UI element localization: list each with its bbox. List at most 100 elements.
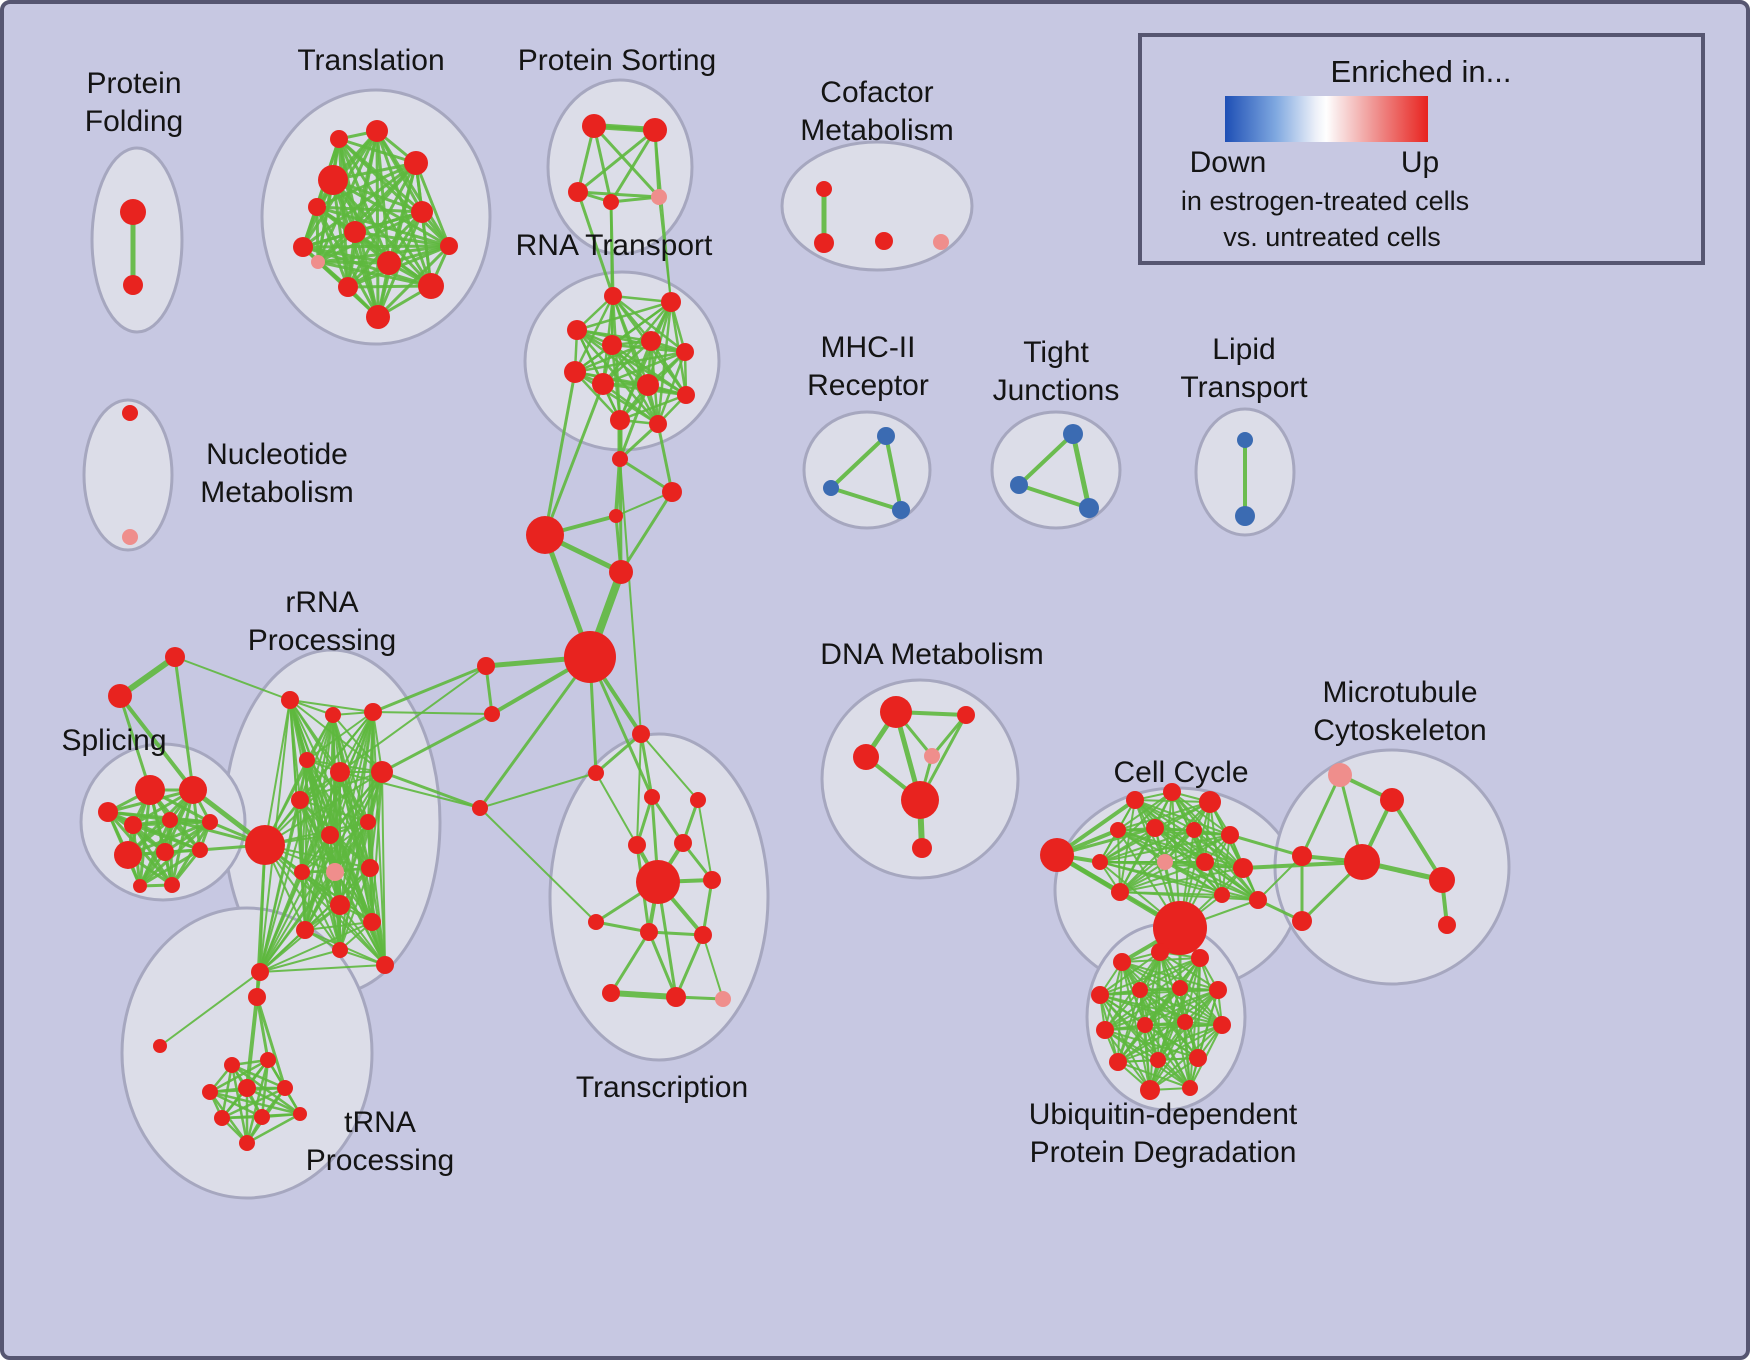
gene-set-node-145 xyxy=(1091,986,1109,1004)
gene-set-node-34 xyxy=(677,386,695,404)
edge xyxy=(1164,791,1173,863)
gene-set-node-119 xyxy=(1040,838,1074,872)
cluster-label-translation: Translation xyxy=(297,44,444,77)
gene-set-node-118 xyxy=(912,838,932,858)
gene-set-node-121 xyxy=(1163,783,1181,801)
gene-set-node-7 xyxy=(344,221,366,243)
gene-set-node-128 xyxy=(1157,854,1173,870)
gene-set-node-45 xyxy=(877,427,895,445)
gene-set-node-68 xyxy=(364,703,382,721)
edge xyxy=(259,921,373,973)
cluster-label-lipid-transport: Transport xyxy=(1180,371,1308,404)
edge xyxy=(170,820,212,887)
gene-set-node-19 xyxy=(603,194,619,210)
edge xyxy=(259,949,341,973)
gene-set-node-76 xyxy=(326,863,344,881)
edge xyxy=(337,137,350,289)
cluster-label-protein-folding: Folding xyxy=(85,105,183,138)
gene-set-node-112 xyxy=(715,991,731,1007)
edge xyxy=(618,457,674,494)
gene-set-node-81 xyxy=(363,913,381,931)
edge xyxy=(316,210,424,264)
edge xyxy=(339,771,371,869)
gene-set-node-20 xyxy=(651,189,667,205)
cluster-trna-processing xyxy=(120,906,374,1200)
cluster-protein-sorting xyxy=(546,78,694,256)
gene-set-node-153 xyxy=(1109,1053,1127,1071)
edge xyxy=(829,434,888,490)
edge xyxy=(1164,861,1259,901)
gene-set-node-54 xyxy=(108,684,132,708)
gene-set-node-82 xyxy=(332,942,348,958)
gene-set-node-108 xyxy=(640,923,658,941)
edge xyxy=(594,732,643,775)
cluster-label-protein-sorting: Protein Sorting xyxy=(518,44,716,77)
gene-set-node-110 xyxy=(602,984,620,1002)
gene-set-node-51 xyxy=(1237,432,1253,448)
edge xyxy=(576,190,661,199)
edge xyxy=(118,694,195,792)
edge xyxy=(306,711,374,761)
gene-set-node-31 xyxy=(676,343,694,361)
gene-set-node-79 xyxy=(330,895,350,915)
gene-set-node-138 xyxy=(1344,844,1380,880)
gene-set-node-143 xyxy=(1151,943,1169,961)
edge xyxy=(697,799,713,881)
edge xyxy=(259,834,331,973)
edge xyxy=(259,714,334,973)
edge xyxy=(1209,801,1223,896)
gene-set-node-58 xyxy=(124,816,142,834)
edge xyxy=(1144,1024,1151,1091)
gene-set-node-9 xyxy=(377,251,401,275)
cluster-label-mhc-ii-receptor: MHC-II xyxy=(821,331,916,364)
edge xyxy=(170,788,195,887)
gene-set-node-63 xyxy=(192,842,208,858)
gene-set-node-148 xyxy=(1209,981,1227,999)
edge xyxy=(289,699,374,713)
gene-set-node-133 xyxy=(1249,891,1267,909)
gene-set-node-3 xyxy=(366,120,388,142)
gene-set-node-72 xyxy=(330,762,350,782)
legend-gradient-bar xyxy=(1225,96,1428,142)
gene-set-node-69 xyxy=(299,752,315,768)
gene-set-node-89 xyxy=(248,988,266,1006)
gene-set-node-13 xyxy=(366,305,390,329)
gene-set-node-141 xyxy=(1438,916,1456,934)
edges-layer xyxy=(106,123,1449,1145)
gene-set-node-46 xyxy=(823,480,839,496)
gene-set-node-122 xyxy=(1199,791,1221,813)
gene-set-node-130 xyxy=(1233,858,1253,878)
edge xyxy=(1139,957,1201,991)
gene-set-node-83 xyxy=(251,963,269,981)
edge xyxy=(255,995,287,1090)
gene-set-node-33 xyxy=(637,374,659,396)
edge xyxy=(609,128,657,204)
gene-set-node-16 xyxy=(582,114,606,138)
edge xyxy=(1070,431,1092,511)
gene-set-node-60 xyxy=(202,814,218,830)
edge xyxy=(1119,891,1223,896)
edge xyxy=(339,867,371,951)
edge xyxy=(339,771,481,809)
edge xyxy=(337,137,451,248)
edge xyxy=(610,201,613,346)
gene-set-node-91 xyxy=(260,1052,276,1068)
edge xyxy=(618,393,688,422)
cluster-tight-junctions xyxy=(990,410,1122,530)
edge xyxy=(595,772,638,846)
edge xyxy=(1119,861,1206,893)
gene-set-node-48 xyxy=(1063,424,1083,444)
edge xyxy=(575,300,673,332)
edge xyxy=(702,934,724,1000)
legend: Enriched in... Down Up in estrogen-treat… xyxy=(1138,33,1705,265)
gene-set-node-11 xyxy=(338,277,358,297)
edge xyxy=(1117,1021,1186,1063)
edge xyxy=(573,294,615,374)
gene-set-node-136 xyxy=(1380,788,1404,812)
gene-set-node-107 xyxy=(588,914,604,930)
edge xyxy=(380,712,494,774)
edge xyxy=(372,711,493,715)
edge xyxy=(289,699,369,823)
gene-set-node-80 xyxy=(296,921,314,939)
